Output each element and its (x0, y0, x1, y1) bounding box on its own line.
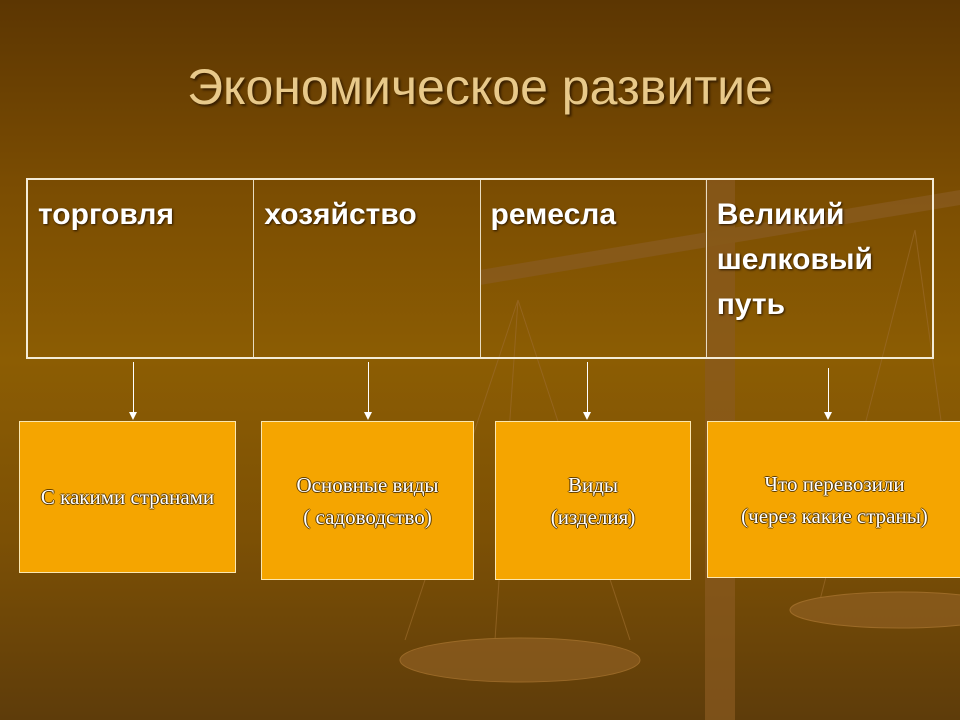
table-cell-crafts: ремесла (481, 180, 707, 357)
box-text: (через какие страны) (741, 503, 928, 528)
box-text: С какими странами (40, 485, 215, 509)
box-silk-road-goods: Что перевозили (через какие страны) (707, 421, 960, 578)
arrow-1 (129, 362, 137, 420)
arrow-4 (824, 368, 832, 420)
box-text: Виды (567, 472, 619, 497)
table-cell-silk-road: Великий шелковый путь (716, 198, 873, 321)
arrow-2 (364, 362, 372, 420)
box-text: Основные виды (296, 472, 439, 497)
slide-title: Экономическое развитие (187, 59, 773, 115)
box-economy-types: Основные виды ( садоводство) (261, 421, 474, 580)
topics-table: торговля хозяйство ремесла Великий шелко… (26, 178, 934, 359)
table-cell-economy: хозяйство (254, 180, 481, 357)
box-text: ( садоводство) (303, 504, 432, 529)
arrow-3 (583, 362, 591, 420)
box-trade-countries: С какими странами (19, 421, 236, 573)
box-text: (изделия) (550, 504, 636, 529)
box-crafts-types: Виды (изделия) (495, 421, 691, 580)
table-cell-trade: торговля (28, 180, 255, 357)
box-text: Что перевозили (764, 471, 905, 496)
